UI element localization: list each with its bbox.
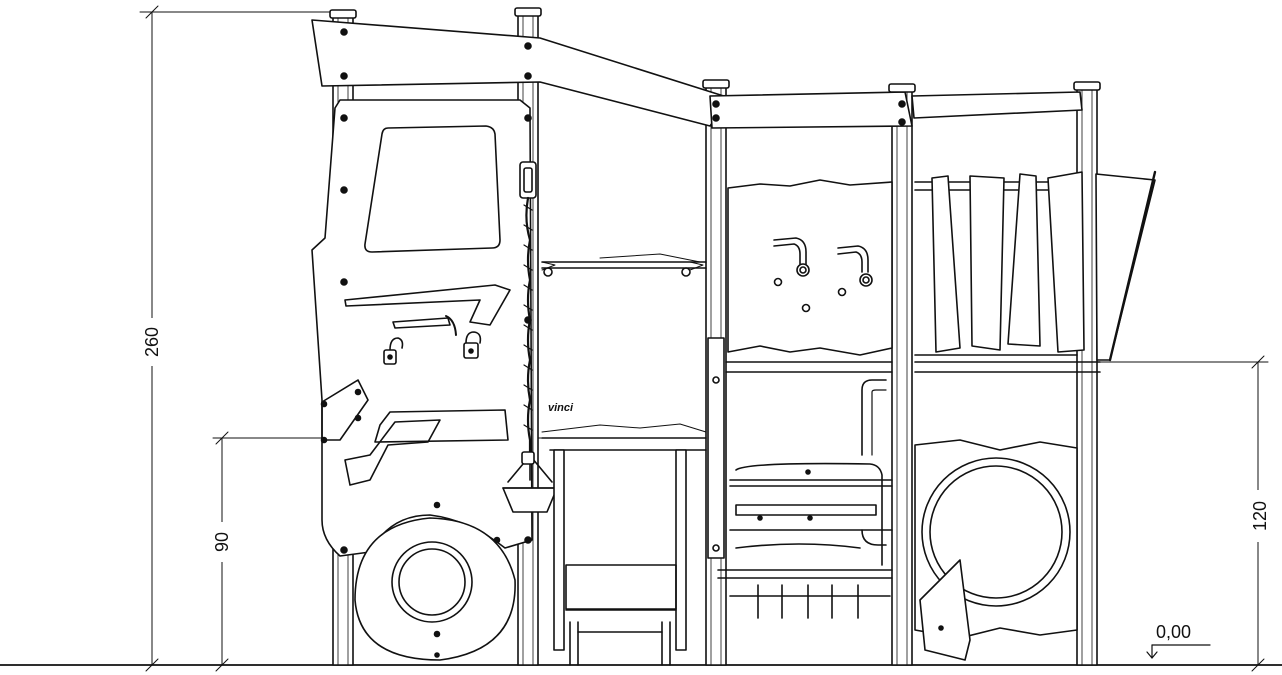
activity-panel <box>707 179 893 619</box>
truck-wheel <box>354 501 516 661</box>
cab-window <box>364 125 501 253</box>
cab-grille <box>344 419 441 486</box>
panel-handle <box>773 237 807 265</box>
railing-slats <box>914 170 1157 373</box>
dimension-label-260: 260 <box>142 327 162 357</box>
crawl-tunnel <box>914 439 1078 661</box>
brand-mark: vinci <box>548 402 574 414</box>
chain-pulley <box>519 161 537 460</box>
ground-level-label: 0,00 <box>1156 622 1191 642</box>
dimension-label-120: 120 <box>1250 501 1270 531</box>
dimension-total-height <box>139 5 346 672</box>
dimension-label-90: 90 <box>212 532 232 552</box>
truck-cab-panel <box>311 99 533 557</box>
hanging-bucket <box>502 451 558 513</box>
panel-handle <box>837 245 869 273</box>
bay-platform-left <box>541 253 707 666</box>
padlock-icon <box>383 337 404 365</box>
roof-boards <box>311 19 1083 129</box>
post-caps <box>329 7 1101 93</box>
door-handle <box>392 317 451 329</box>
ground-level-marker <box>1146 644 1211 659</box>
padlock-icon <box>463 331 482 359</box>
